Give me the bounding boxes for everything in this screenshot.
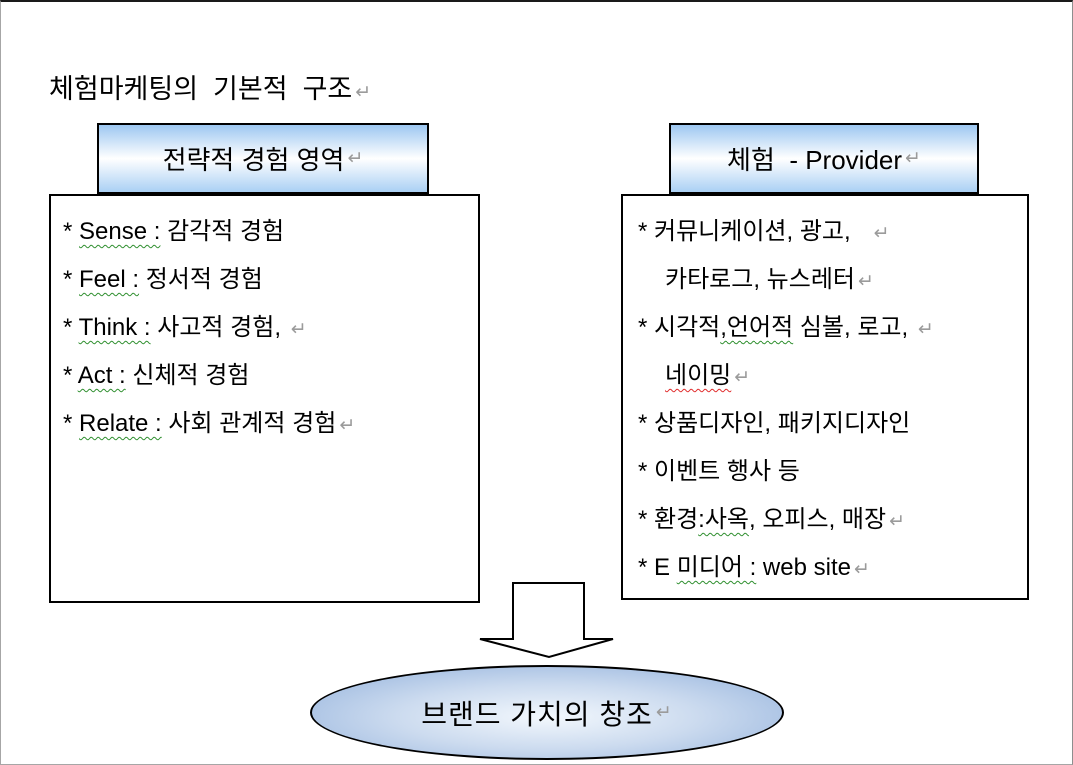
page-title-text: 체험마케팅의 기본적 구조 — [49, 74, 353, 104]
list-item: * E 미디어 : web site↵ — [638, 544, 1027, 592]
text-segment: 감각적 경험 — [160, 218, 285, 245]
left-content-box: * Sense : 감각적 경험* Feel : 정서적 경험* Think :… — [49, 194, 480, 603]
return-mark: ↵ — [873, 223, 890, 244]
text-segment: * 시각적 — [638, 314, 721, 341]
text-segment: * 상품디자인, 패키지디자인 — [638, 410, 911, 437]
text-segment: * E — [638, 554, 677, 581]
return-mark: ↵ — [347, 148, 364, 169]
list-item: 네이밍↵ — [638, 352, 1027, 400]
list-item: * Sense : 감각적 경험 — [63, 208, 478, 256]
spellcheck-underlined-text: Sense : — [79, 218, 161, 245]
left-header-box: 전략적 경험 영역↵ — [97, 123, 429, 194]
text-segment: 정서적 경험 — [139, 266, 263, 293]
spellcheck-underlined-text: 네이밍 — [665, 362, 732, 389]
list-item: * Relate : 사회 관계적 경험↵ — [63, 400, 478, 448]
page-title: 체험마케팅의 기본적 구조↵ — [19, 29, 371, 153]
return-mark: ↵ — [905, 148, 921, 169]
left-item-list: * Sense : 감각적 경험* Feel : 정서적 경험* Think :… — [51, 196, 478, 448]
right-item-list: * 커뮤니케이션, 광고, ↵카타로그, 뉴스레터↵* 시각적,언어적 심볼, … — [623, 196, 1027, 592]
spellcheck-underlined-text: Feel : — [79, 266, 140, 293]
return-mark: ↵ — [339, 415, 356, 436]
right-content-box: * 커뮤니케이션, 광고, ↵카타로그, 뉴스레터↵* 시각적,언어적 심볼, … — [621, 194, 1029, 600]
text-segment: 신체적 경험 — [125, 362, 250, 389]
return-mark: ↵ — [655, 702, 673, 723]
down-arrow-shape — [479, 582, 614, 659]
return-mark: ↵ — [889, 511, 905, 532]
return-mark: ↵ — [853, 559, 870, 580]
return-mark: ↵ — [290, 319, 307, 340]
list-item: * Act : 신체적 경험 — [63, 352, 478, 400]
text-segment: * 커뮤니케이션, 광고, — [638, 218, 871, 245]
text-segment: * — [63, 410, 80, 437]
text-segment: * — [63, 266, 80, 293]
list-item: * 상품디자인, 패키지디자인 — [638, 400, 1027, 448]
text-segment: 사고적 경험, — [150, 314, 288, 341]
conclusion-ellipse: 브랜드 가치의 창조↵ — [310, 665, 784, 760]
text-segment: 사회 관계적 경험 — [161, 410, 337, 437]
list-item: * 시각적,언어적 심볼, 로고, ↵ — [638, 304, 1027, 352]
spellcheck-underlined-text: ,언어적 — [720, 314, 794, 341]
right-header-label: 체험 - Provider — [727, 145, 903, 175]
list-item: 카타로그, 뉴스레터↵ — [638, 256, 1027, 304]
left-header-label: 전략적 경험 영역 — [162, 145, 345, 175]
text-segment: * 이벤트 행사 등 — [638, 458, 800, 485]
down-arrow-icon — [479, 582, 614, 659]
list-item: * 커뮤니케이션, 광고, ↵ — [638, 208, 1027, 256]
list-item: * Think : 사고적 경험, ↵ — [63, 304, 478, 352]
list-item: * 이벤트 행사 등 — [638, 448, 1027, 496]
list-item: * 환경:사옥, 오피스, 매장↵ — [638, 496, 1027, 544]
return-mark: ↵ — [857, 271, 874, 292]
spellcheck-underlined-text: :사옥 — [698, 506, 749, 533]
return-mark: ↵ — [355, 82, 372, 103]
list-item: * Feel : 정서적 경험 — [63, 256, 478, 304]
spellcheck-underlined-text: Think : — [78, 314, 151, 341]
text-segment: * — [63, 218, 80, 245]
return-mark: ↵ — [734, 367, 751, 388]
text-segment: * — [63, 362, 78, 389]
text-segment: web site — [756, 554, 851, 581]
spellcheck-underlined-text: Act : — [77, 362, 126, 389]
text-segment: * 환경 — [638, 506, 699, 533]
text-segment: 심볼, 로고, — [793, 314, 915, 341]
conclusion-text: 브랜드 가치의 창조 — [421, 698, 653, 730]
spellcheck-underlined-text: 미디어 : — [676, 554, 757, 581]
text-segment: 카타로그, 뉴스레터 — [665, 266, 855, 293]
text-segment: * — [63, 314, 79, 341]
return-mark: ↵ — [917, 319, 934, 340]
right-header-box: 체험 - Provider↵ — [669, 123, 979, 194]
spellcheck-underlined-text: Relate : — [79, 410, 162, 437]
text-segment: , 오피스, 매장 — [749, 506, 887, 533]
